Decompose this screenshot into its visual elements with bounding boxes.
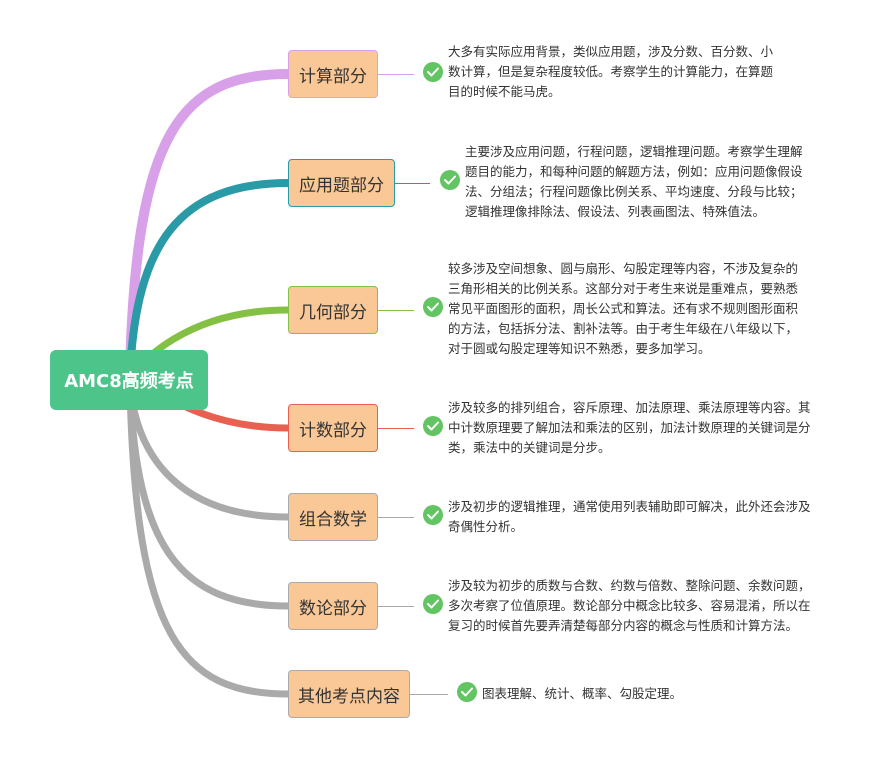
root-label: AMC8高频考点 <box>64 371 194 392</box>
topic-label: 其他考点内容 <box>298 686 400 707</box>
topic-label: 计算部分 <box>299 66 367 87</box>
topic-label: 几何部分 <box>299 302 367 323</box>
check-circle-icon <box>423 505 443 525</box>
branch-line-yingyongti <box>126 179 292 378</box>
topic-description: 大多有实际应用背景，类似应用题，涉及分数、百分数、小 数计算，但是复杂程度较低。… <box>448 44 774 99</box>
topic-connector <box>378 517 414 518</box>
topic-description: 主要涉及应用问题，行程问题，逻辑推理问题。考察学生理解 题目的能力，和每种问题的… <box>465 144 803 219</box>
topic-node-yingyongti[interactable]: 应用题部分 <box>288 159 395 207</box>
topic-node-jishu[interactable]: 计数部分 <box>288 404 378 452</box>
topic-label: 应用题部分 <box>299 175 384 196</box>
topic-connector <box>395 183 430 184</box>
topic-label: 计数部分 <box>299 420 367 441</box>
topic-connector <box>378 74 414 75</box>
check-circle-icon <box>423 297 443 317</box>
topic-connector <box>378 606 414 607</box>
topic-connector <box>410 694 448 695</box>
check-circle-icon <box>423 594 443 614</box>
topic-description: 图表理解、统计、概率、勾股定理。 <box>482 686 683 701</box>
check-circle-icon <box>457 682 477 702</box>
topic-node-jihe[interactable]: 几何部分 <box>288 286 378 334</box>
branch-line-qita <box>126 385 292 698</box>
root-node[interactable]: AMC8高频考点 <box>50 350 208 410</box>
topic-connector <box>378 428 414 429</box>
topic-label: 组合数学 <box>299 509 367 530</box>
topic-description: 涉及较为初步的质数与合数、约数与倍数、整除问题、余数问题， 多次考察了位值原理。… <box>448 578 811 633</box>
check-circle-icon <box>440 170 460 190</box>
branch-line-jisuan <box>125 69 293 376</box>
topic-connector <box>378 310 414 311</box>
topic-node-jisuan[interactable]: 计算部分 <box>288 50 378 98</box>
topic-description: 较多涉及空间想象、圆与扇形、勾股定理等内容，不涉及复杂的 三角形相关的比例关系。… <box>448 261 799 356</box>
topic-node-zuhe[interactable]: 组合数学 <box>288 493 378 541</box>
topic-description: 涉及初步的逻辑推理，通常使用列表辅助即可解决，此外还会涉及 奇偶性分析。 <box>448 499 811 534</box>
check-circle-icon <box>423 416 443 436</box>
topic-label: 数论部分 <box>299 598 367 619</box>
check-circle-icon <box>423 62 443 82</box>
topic-node-qita[interactable]: 其他考点内容 <box>288 670 410 718</box>
topic-description: 涉及较多的排列组合，容斥原理、加法原理、乘法原理等内容。其 中计数原理要了解加法… <box>448 400 811 455</box>
topic-node-shulun[interactable]: 数论部分 <box>288 582 378 630</box>
